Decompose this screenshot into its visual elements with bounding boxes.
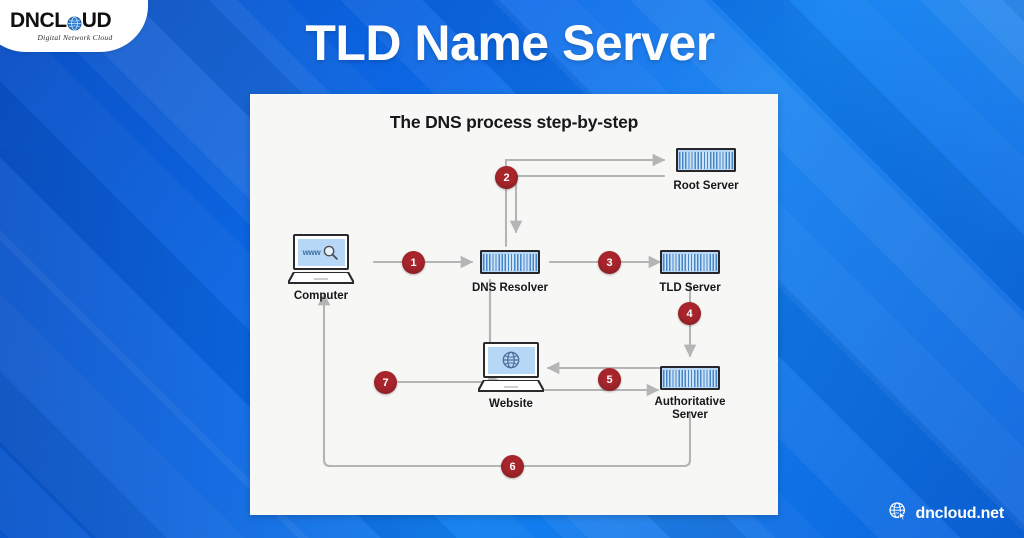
logo-tagline: Digital Network Cloud [37, 33, 113, 42]
laptop-screen [483, 342, 539, 378]
node-label-tld-server: TLD Server [659, 282, 721, 294]
laptop-base [478, 380, 544, 392]
node-label-dns-resolver: DNS Resolver [471, 282, 549, 294]
page-title: TLD Name Server [305, 15, 715, 71]
globe-cursor-icon [888, 501, 908, 526]
server-bars [483, 253, 537, 271]
step-badge-4[interactable]: 4 [678, 302, 701, 325]
logo-badge[interactable]: DNCL UD Digital Network Cloud [0, 0, 148, 52]
node-label-root-server: Root Server [673, 180, 739, 192]
auth-label-line1: Authoritative [654, 396, 726, 408]
laptop-screen-content [487, 346, 535, 374]
node-label-website: Website [489, 398, 533, 410]
screen-www-text: www [302, 247, 321, 257]
node-dns-resolver[interactable]: DNS Resolver [472, 250, 548, 294]
server-icon [660, 366, 720, 390]
server-icon [480, 250, 540, 274]
auth-label-line2: Server [672, 408, 708, 421]
server-icon [676, 148, 736, 172]
step-badge-2[interactable]: 2 [495, 166, 518, 189]
magnifier-icon [324, 245, 339, 260]
logo-text-left: DNCL [10, 9, 67, 32]
node-tld-server[interactable]: TLD Server [659, 250, 721, 294]
diagram-heading: The DNS process step-by-step [389, 112, 639, 132]
step-badge-3[interactable]: 3 [598, 251, 621, 274]
node-authoritative-server[interactable]: Authoritative Server [655, 366, 725, 421]
laptop-base [288, 272, 354, 284]
node-label-computer: Computer [293, 290, 349, 302]
laptop-screen-content: www [297, 238, 345, 266]
logo-text-right: UD [81, 9, 112, 32]
node-label-authoritative-server: Authoritative Server [655, 396, 726, 422]
globe-icon [502, 351, 520, 369]
laptop-search-icon: www [288, 234, 354, 284]
step-badge-6[interactable]: 6 [501, 455, 524, 478]
logo-wordmark: DNCL UD [10, 10, 140, 31]
laptop-screen: www [293, 234, 349, 270]
step-badge-1[interactable]: 1 [402, 251, 425, 274]
node-root-server[interactable]: Root Server [673, 148, 739, 192]
step-badge-5[interactable]: 5 [598, 368, 621, 391]
node-computer[interactable]: www Computer [288, 234, 354, 302]
step-badge-7[interactable]: 7 [374, 371, 397, 394]
globe-icon [67, 14, 82, 31]
laptop-globe-icon [478, 342, 544, 392]
server-bars [663, 369, 717, 387]
footer-watermark[interactable]: dncloud.net [888, 501, 1004, 526]
dns-process-diagram: www Computer DNS [250, 94, 778, 515]
server-bars [679, 151, 733, 169]
diagram-card: The DNS process step-by-step [250, 94, 778, 515]
node-website[interactable]: Website [478, 342, 544, 410]
footer-url: dncloud.net [915, 504, 1005, 522]
logo-lockup: DNCL UD Digital Network Cloud [10, 10, 140, 42]
background-bright-edge [784, 0, 1024, 240]
server-icon [660, 250, 720, 274]
server-bars [663, 253, 717, 271]
